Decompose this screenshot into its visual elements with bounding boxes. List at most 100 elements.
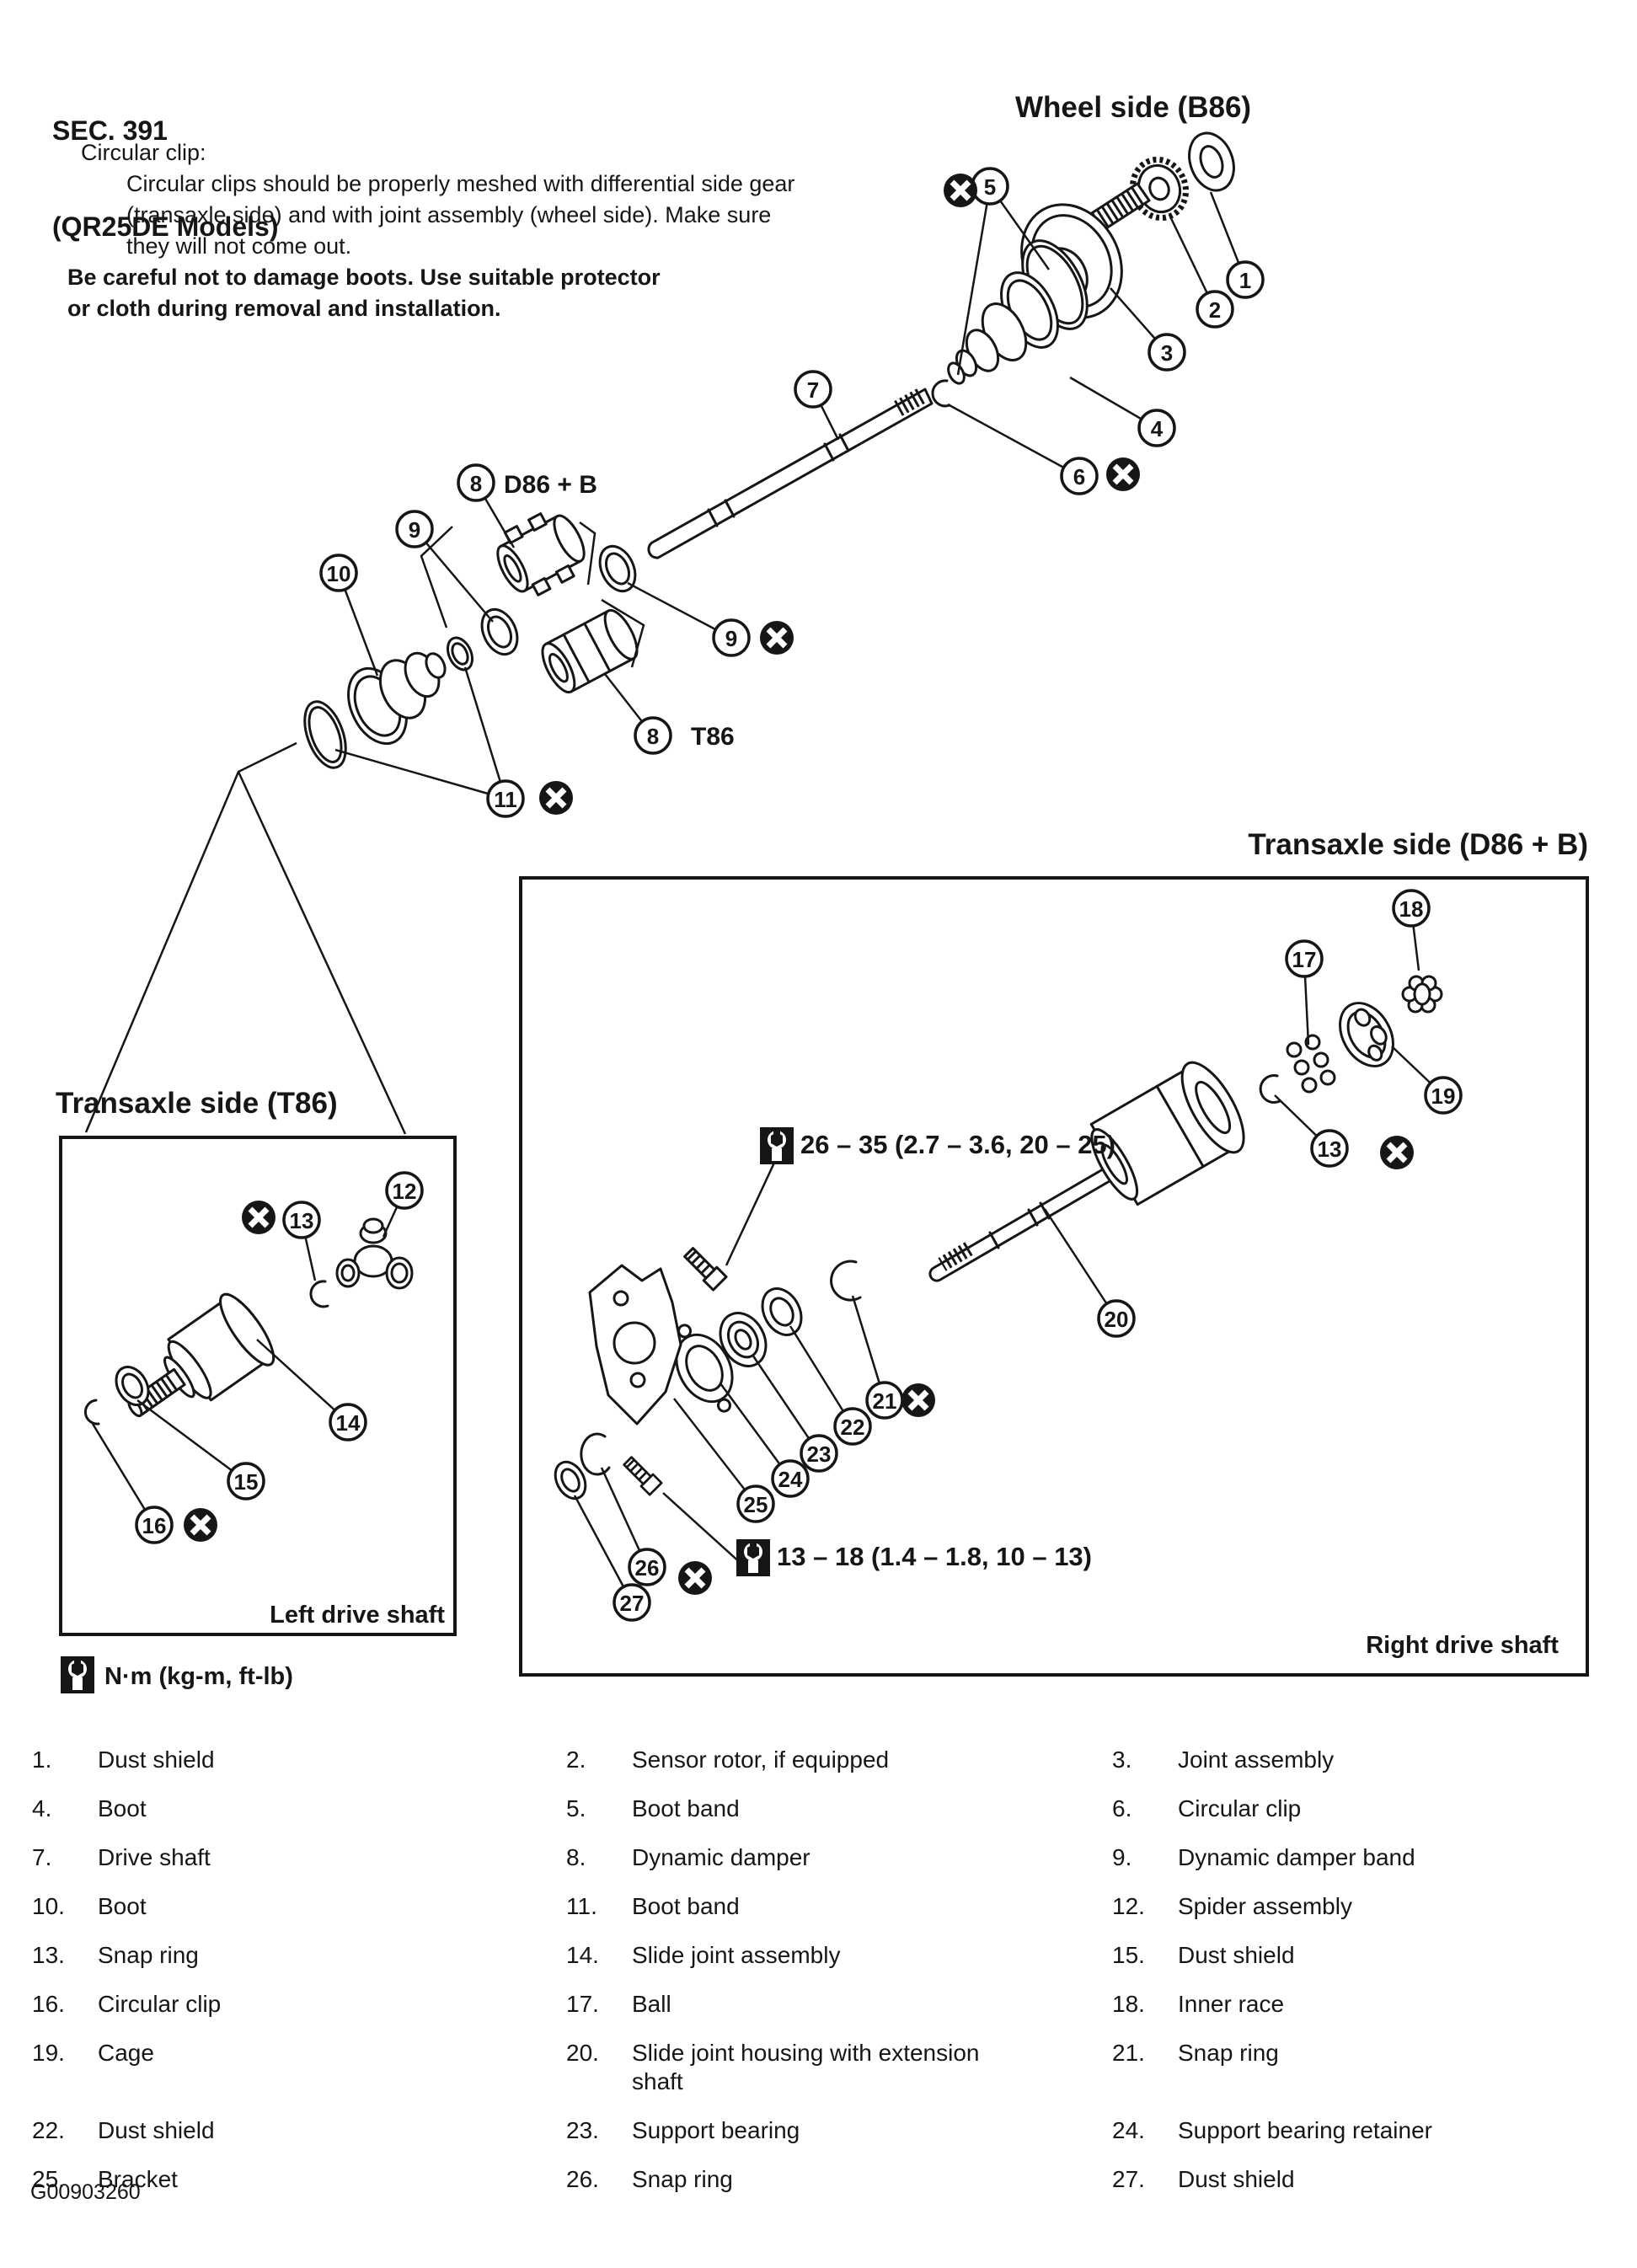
part-item: 4.Boot	[32, 1795, 566, 1823]
callout-number: 23	[807, 1442, 832, 1467]
note-line: they will not come out.	[126, 233, 352, 259]
part-name: Joint assembly	[1178, 1746, 1335, 1773]
leader-line	[673, 1398, 757, 1505]
callout-number: 12	[393, 1179, 417, 1204]
part-name: Inner race	[1178, 1991, 1285, 2017]
leader-line	[751, 1354, 821, 1454]
callout-number: 8	[470, 471, 482, 496]
part-name: Snap ring	[98, 1942, 199, 1968]
part-name: Slide joint assembly	[632, 1942, 841, 1968]
part-item: 26.Snap ring	[566, 2165, 1112, 2194]
d86b-inline-label: D86 + B	[504, 471, 597, 499]
balls-drawing	[1286, 1034, 1336, 1094]
non-reusable-x-icon	[242, 1201, 276, 1234]
part-number: 6.	[1112, 1795, 1132, 1821]
part-name: Spider assembly	[1178, 1893, 1352, 1919]
non-reusable-x-icon	[1106, 457, 1140, 491]
note-warning-line: or cloth during removal and installation…	[67, 296, 501, 321]
part-name: Dust shield	[1178, 2166, 1295, 2192]
callout-number: 9	[409, 517, 420, 543]
callout-22	[833, 1407, 872, 1446]
part-name: Support bearing retainer	[1178, 2117, 1432, 2143]
part-name: Snap ring	[1178, 2040, 1279, 2066]
inner-race-drawing	[1401, 975, 1443, 1014]
part-item: 1.Dust shield	[32, 1746, 566, 1774]
part-name: Dynamic damper	[632, 1844, 810, 1870]
callout-20	[1097, 1299, 1136, 1338]
part-item: 27.Dust shield	[1112, 2165, 1616, 2194]
part-number: 7.	[32, 1844, 52, 1870]
torque-legend-label: N·m (kg-m, ft-lb)	[104, 1663, 293, 1690]
callout-13	[282, 1201, 321, 1239]
callout-8	[457, 463, 495, 502]
callout-26	[628, 1548, 666, 1586]
figure-id: G00903260	[30, 2180, 141, 2204]
boot-band-11-small-drawing	[446, 636, 474, 671]
part-name: Boot band	[632, 1795, 740, 1821]
support-bearing-drawing	[719, 1312, 768, 1367]
leader-line	[414, 528, 494, 623]
dust-shield-27-drawing	[554, 1460, 587, 1500]
bearing-retainer-drawing	[675, 1324, 734, 1413]
snap-ring-26-drawing	[580, 1432, 611, 1476]
part-name: Dust shield	[1178, 1942, 1295, 1968]
note-line: (transaxle side) and with joint assembly…	[126, 202, 772, 227]
note-warning-line: Be careful not to damage boots. Use suit…	[67, 265, 661, 290]
part-item: 7.Drive shaft	[32, 1843, 566, 1872]
leader-line	[719, 1383, 792, 1479]
left-drive-shaft-box	[59, 1136, 457, 1636]
part-number: 12.	[1112, 1893, 1145, 1919]
callout-number: 19	[1431, 1083, 1456, 1109]
leader-line	[789, 1325, 854, 1427]
part-item: 11.Boot band	[566, 1892, 1112, 1921]
part-name: Ball	[632, 1991, 671, 2017]
part-number: 2.	[566, 1746, 586, 1773]
part-number: 16.	[32, 1991, 65, 2017]
callout-1	[1226, 260, 1265, 299]
leader-lines	[91, 185, 1444, 1603]
part-name: Dust shield	[98, 1746, 215, 1773]
part-number: 23.	[566, 2117, 599, 2143]
part-number: 3.	[1112, 1746, 1132, 1773]
non-reusable-x-icon	[539, 781, 573, 815]
leader-line	[463, 666, 507, 800]
part-number: 26.	[566, 2166, 599, 2192]
callout-number: 7	[807, 377, 819, 403]
non-reusable-x-icon	[901, 1383, 935, 1417]
dust-shield-22-drawing	[761, 1287, 803, 1336]
dynamic-damper-t86-drawing	[541, 608, 639, 694]
snap-ring-13-right-drawing	[1259, 1074, 1281, 1105]
part-item: 24.Support bearing retainer	[1112, 2116, 1616, 2145]
part-number: 21.	[1112, 2040, 1145, 2066]
right-drive-shaft-label: Right drive shaft	[1366, 1632, 1559, 1659]
detail-reference-lines	[84, 741, 407, 1135]
circular-clip-note: Circular clip: Circular clips should be …	[67, 137, 795, 324]
part-item: 25.Bracket	[32, 2165, 566, 2194]
note-line: Circular clips should be properly meshed…	[126, 171, 795, 196]
part-item: 10.Boot	[32, 1892, 566, 1921]
part-number: 19.	[32, 2040, 65, 2066]
part-name: Circular clip	[98, 1991, 222, 2017]
leader-line	[1043, 1208, 1118, 1319]
part-name: Boot band	[632, 1893, 740, 1919]
callout-number: 14	[336, 1410, 361, 1436]
callout-15	[227, 1462, 265, 1500]
callout-number: 27	[620, 1591, 645, 1616]
callout-19	[1424, 1076, 1463, 1115]
snap-ring-21-drawing	[830, 1260, 862, 1302]
section-title: SEC. 391	[52, 115, 168, 146]
callout-number: 26	[635, 1555, 660, 1581]
callout-number: 3	[1161, 340, 1173, 366]
note-label: Circular clip:	[81, 140, 206, 165]
part-number: 22.	[32, 2117, 65, 2143]
non-reusable-x-icon	[1380, 1136, 1414, 1169]
callout-number: 11	[494, 787, 517, 812]
note-warning: Be careful not to damage boots. Use suit…	[67, 262, 794, 324]
damper-band-9-right-drawing	[598, 544, 637, 593]
callout-number: 6	[1073, 464, 1085, 489]
part-number: 20.	[566, 2040, 599, 2066]
part-item: 2.Sensor rotor, if equipped	[566, 1746, 1112, 1774]
grouping-bracket-lines	[420, 521, 645, 668]
